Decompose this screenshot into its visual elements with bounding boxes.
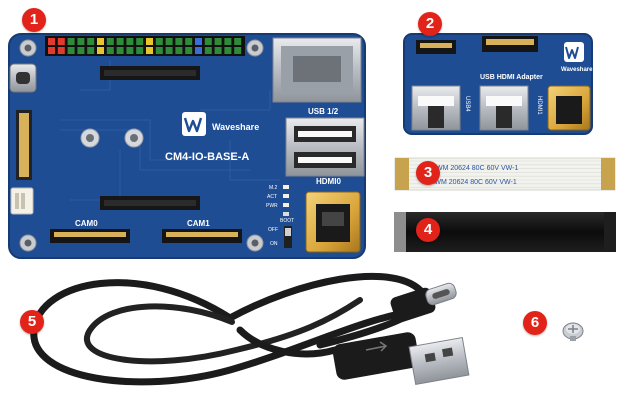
gpio-pin	[224, 38, 232, 45]
gpio-pin	[67, 38, 75, 45]
item-number-badge-6: 6	[523, 311, 547, 335]
gpio-pin	[126, 47, 134, 54]
usb-c-plug-icon	[390, 282, 457, 323]
led-label-pwr: PWR	[266, 203, 278, 209]
main-board-brand: Waveshare	[212, 122, 259, 132]
gpio-pin	[77, 47, 85, 54]
gpio-pin	[155, 47, 163, 54]
gpio-pin	[116, 38, 124, 45]
usb-1-2-ports	[285, 117, 365, 177]
gpio-pin	[165, 38, 173, 45]
gpio-pin	[234, 38, 242, 45]
hdmi1-label: HDMI1	[536, 96, 542, 115]
gpio-pin	[77, 38, 85, 45]
usb-1-2-label: USB 1/2	[308, 107, 339, 116]
item-number-badge-1: 1	[22, 8, 46, 32]
gpio-pin	[165, 47, 173, 54]
gpio-pin	[224, 47, 232, 54]
gpio-pin	[126, 38, 134, 45]
mounting-holes	[19, 39, 264, 252]
gpio-pin	[87, 38, 95, 45]
ffc-print-line-2: AWM 20624 80C 60V VW-1	[430, 179, 517, 186]
usb-a-plug-icon	[332, 332, 470, 385]
gpio-pin	[146, 38, 153, 45]
gpio-pin	[214, 38, 222, 45]
adapter-brand: Waveshare	[561, 67, 593, 73]
cam0-label: CAM0	[75, 219, 98, 228]
adapter-board-name: USB HDMI Adapter	[480, 74, 543, 81]
cam0-connector	[50, 229, 130, 243]
item-number-badge-2: 2	[418, 12, 442, 36]
item-number-badge-3: 3	[416, 161, 440, 185]
gpio-pin	[146, 47, 153, 54]
gpio-pin	[204, 38, 212, 45]
gpio-pin	[175, 38, 183, 45]
gpio-pin	[214, 47, 222, 54]
gpio-pin	[234, 47, 242, 54]
gpio-pin	[155, 38, 163, 45]
gpio-pin	[48, 47, 55, 54]
gpio-pin	[106, 38, 114, 45]
hdmi0-port	[305, 191, 361, 253]
gpio-pin	[67, 47, 75, 54]
item-number-badge-4: 4	[416, 218, 440, 242]
gpio-pin	[48, 38, 55, 45]
cam1-connector	[162, 229, 242, 243]
switch-label-on: ON	[270, 241, 278, 247]
gpio-pin	[136, 47, 144, 54]
usb4-label: USB4	[464, 96, 470, 112]
led-label-boot: BOOT	[280, 218, 294, 224]
gpio-pin	[195, 38, 202, 45]
gpio-pin	[185, 47, 193, 54]
gpio-pin	[57, 47, 65, 54]
main-board-cm4-io-base-a: Waveshare CM4-IO-BASE-A USB 1/2 M.2 ACT …	[8, 33, 366, 259]
status-leds: M.2 ACT PWR BOOT	[266, 185, 294, 224]
led-label-m2: M.2	[269, 185, 278, 191]
main-board-name: CM4-IO-BASE-A	[165, 151, 249, 163]
cam1-label: CAM1	[187, 219, 210, 228]
gpio-pin	[97, 38, 104, 45]
item-number-badge-5: 5	[20, 310, 44, 334]
hdmi1-port	[547, 85, 591, 131]
gpio-pin	[175, 47, 183, 54]
gpio-pin	[106, 47, 114, 54]
usb-a-to-usb-c-cable	[30, 272, 470, 386]
waveshare-logo-icon	[182, 112, 206, 136]
waveshare-logo-icon	[564, 42, 584, 62]
gpio-pin	[57, 38, 65, 45]
gpio-pin	[195, 47, 202, 54]
usb3-port	[411, 85, 461, 131]
gpio-pin	[204, 47, 212, 54]
gpio-pin	[87, 47, 95, 54]
screw-icon	[562, 322, 584, 341]
boot-switch: OFF ON	[268, 226, 292, 248]
usb3-label: USB3	[396, 96, 402, 112]
hdmi0-label: HDMI0	[316, 177, 341, 186]
switch-label-off: OFF	[268, 227, 278, 233]
ffc-print-line-1: WM 20624 80C 60V VW-1	[436, 165, 518, 172]
led-label-act: ACT	[267, 194, 277, 200]
usb4-port	[479, 85, 529, 131]
gpio-pin	[97, 47, 104, 54]
gpio-pin	[185, 38, 193, 45]
gpio-pin	[136, 38, 144, 45]
gpio-header	[45, 36, 245, 56]
usb-hdmi-adapter-board: Waveshare USB HDMI Adapter USB3 USB4 HDM…	[396, 33, 593, 135]
gpio-pin	[116, 47, 124, 54]
ethernet-jack	[272, 37, 362, 103]
